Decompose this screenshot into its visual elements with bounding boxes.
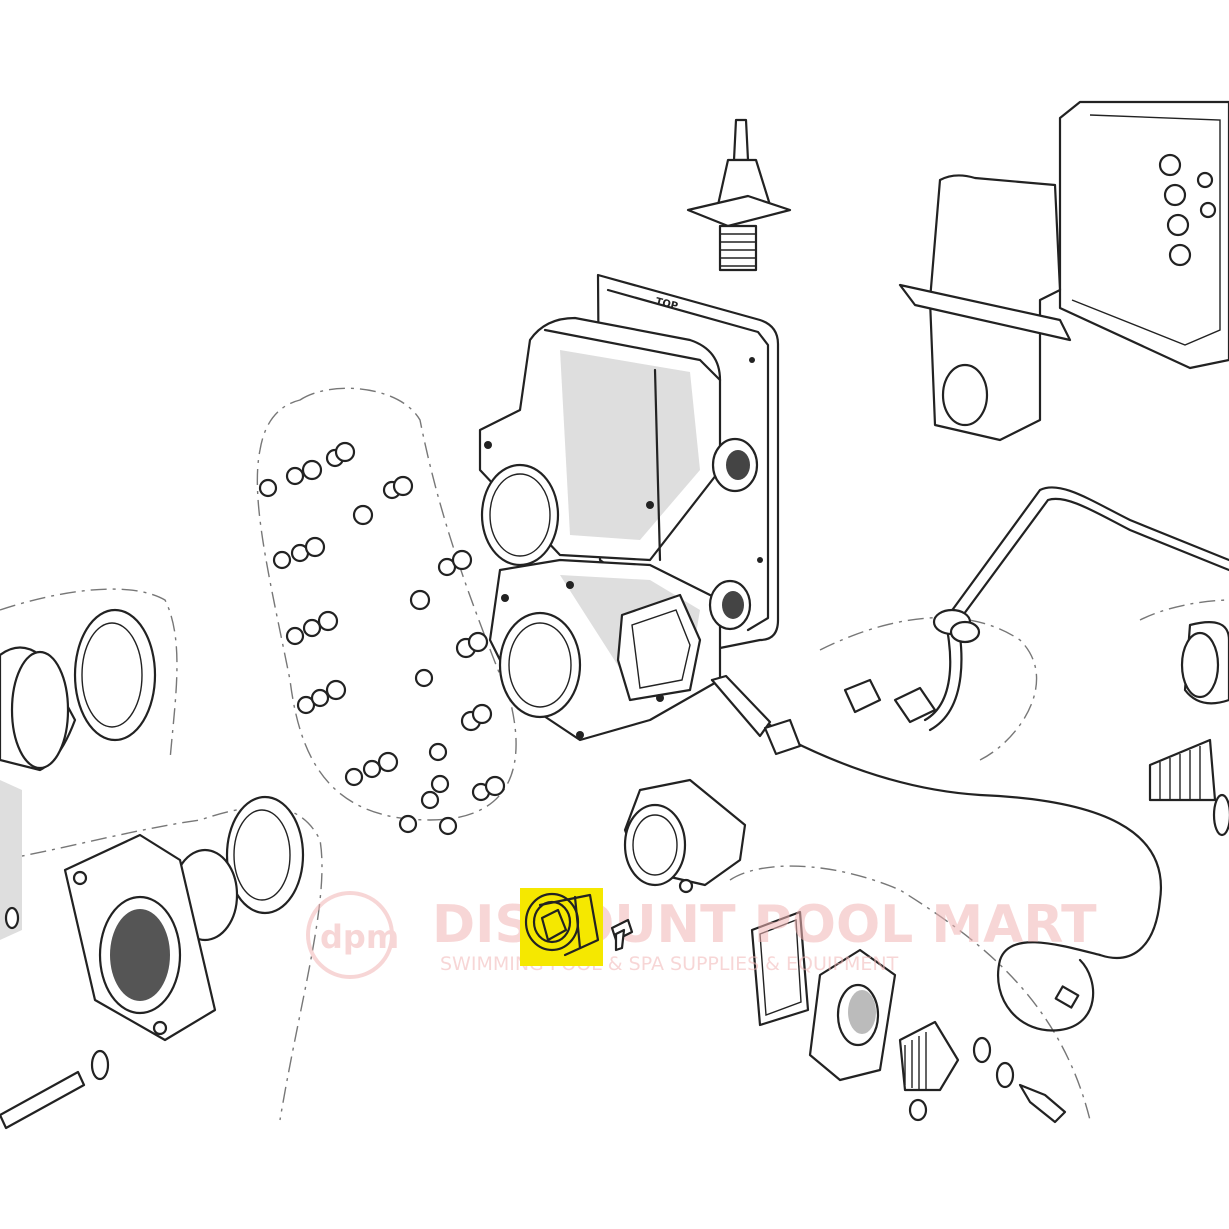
temperature-sensor-capillary [710, 674, 1163, 1032]
control-box-assembly [898, 100, 1229, 442]
hardware-nuts-washers [258, 441, 506, 836]
lower-fittings [623, 778, 1067, 1124]
watermark-logo-ring [306, 891, 394, 979]
mounting-screw [610, 918, 634, 952]
watermark-tagline: SWIMMING POOL & SPA SUPPLIES & EQUIPMENT [440, 953, 899, 975]
top-label: TOP [654, 296, 679, 312]
inlet-outlet-unions [0, 608, 305, 1130]
top-sensor-assembly [686, 118, 792, 272]
watermark: dpm DISCOUNT POOL MART SWIMMING POOL & S… [306, 891, 1097, 979]
highlighted-thermostat-cartridge[interactable] [520, 888, 603, 966]
bypass-tube-assembly [843, 486, 1229, 837]
watermark-logo-text: dpm [320, 918, 399, 956]
heat-exchanger-housing: TOP [478, 273, 780, 742]
